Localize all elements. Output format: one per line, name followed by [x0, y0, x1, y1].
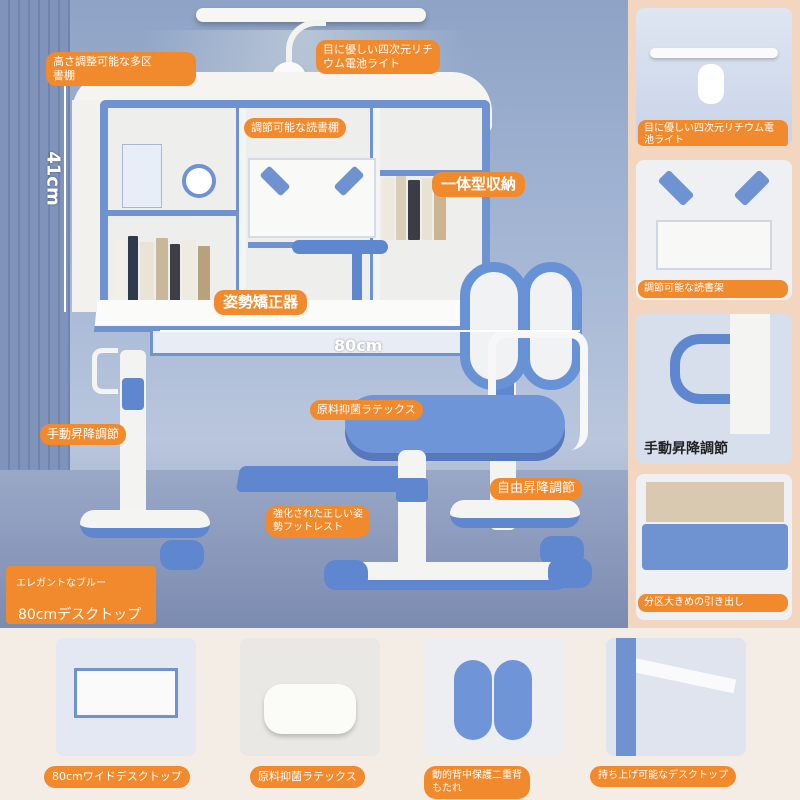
reading-stand: [656, 220, 772, 270]
height-dimension-line: [64, 76, 66, 312]
shelf-board: [378, 170, 488, 176]
book: [422, 178, 432, 240]
desk-top: [625, 656, 737, 694]
label-free-lift: 自由昇降調節: [490, 478, 583, 501]
promo-badge: [6, 566, 156, 624]
feature-tile-backrest: [424, 638, 564, 756]
label-integrated-storage: 一体型収納: [432, 172, 526, 197]
book-row: [114, 234, 234, 306]
book: [408, 180, 420, 240]
feature-label-backrest: 動的背中保護二重背 もたれ: [424, 766, 530, 799]
feature-tile-latex: [240, 638, 380, 756]
desk-drawer: [642, 524, 788, 570]
calendar: [122, 144, 162, 208]
width-dimension-text: 80cm: [334, 336, 383, 355]
lamp-arm: [286, 20, 326, 80]
drawer-books: [646, 482, 784, 522]
chair-foot-cap: [324, 560, 368, 590]
feature-row: 80cmワイドデスクトップ 原料抑菌ラテックス 動的背中保護二重背 もたれ 持ち…: [0, 628, 800, 800]
desk-top: [74, 668, 178, 718]
feature-label-latex: 原料抑菌ラテックス: [250, 766, 365, 788]
book: [114, 240, 126, 306]
feature-tile-reading-stand: 調節可能な読書架: [636, 160, 792, 300]
shelf-divider: [236, 108, 246, 308]
feature-label-manual-lift: 手動昇降調節: [644, 441, 728, 457]
feature-label-reading-stand: 調節可能な読書架: [638, 280, 788, 298]
lamp-bar: [650, 48, 778, 58]
alarm-clock-icon: [182, 164, 216, 198]
crank-handle-icon: [92, 348, 118, 394]
height-dimension-text: 41cm: [42, 151, 64, 206]
chair-foot-cap: [548, 558, 592, 588]
label-posture-corrector: 姿勢矯正器: [214, 290, 308, 315]
feature-tile-tilt-desktop: [606, 638, 746, 756]
adjust-arrow-icon: [259, 165, 291, 197]
feature-label-lamp: 目に優しい四次元リチウム電池ライト: [638, 120, 788, 146]
promo-color-text: エレガントなブルー: [16, 578, 106, 589]
chair-foot: [330, 562, 570, 590]
feature-tile-drawer: 分区大きめの引き出し: [636, 474, 792, 620]
feature-column: 目に優しい四次元リチウム電池ライト 調節可能な読書架 手動昇降調節 分区大きめの…: [628, 0, 800, 628]
footrest: [235, 466, 411, 492]
chair-back-left: [454, 660, 492, 740]
posture-corrector-bar: [292, 240, 388, 254]
book-row: [382, 174, 482, 240]
adjust-arrow-icon: [333, 165, 365, 197]
desk-foot: [450, 500, 580, 528]
label-shelf-height: 高さ調整可能な多区 書棚: [46, 52, 196, 86]
adjust-arrow-icon: [657, 169, 695, 207]
reading-stand: [248, 158, 376, 238]
chair-armrest: [488, 330, 588, 450]
book: [156, 238, 168, 306]
book: [198, 246, 210, 306]
feature-label-tilt-desktop: 持ち上げ可能なデスクトップ: [590, 766, 736, 787]
latex-cushion: [264, 684, 356, 734]
label-latex: 原料抑菌ラテックス: [310, 400, 423, 420]
promo-desktop-text: 80cmデスクトップ: [18, 607, 142, 623]
label-manual-lift: 手動昇降調節: [40, 424, 127, 445]
book: [140, 242, 154, 306]
feature-tile-crank: 手動昇降調節: [636, 314, 792, 464]
feature-label-drawer: 分区大きめの引き出し: [638, 594, 788, 612]
shelf-board: [108, 210, 238, 216]
book: [170, 244, 180, 306]
hutch-side: [616, 638, 636, 756]
book: [396, 176, 406, 240]
chair-back-right: [494, 660, 532, 740]
feature-label-wide-desktop: 80cmワイドデスクトップ: [44, 766, 190, 788]
feature-tile-lamp: 目に優しい四次元リチウム電池ライト: [636, 8, 792, 146]
feature-tile-wide-desktop: [56, 638, 196, 756]
adjust-arrow-icon: [733, 169, 771, 207]
chair-post: [398, 450, 426, 580]
desk-drawer: [150, 328, 470, 356]
desk-leg-collar: [122, 378, 144, 410]
label-reading-stand: 調節可能な読書棚: [244, 118, 346, 138]
lamp-base: [698, 64, 724, 104]
width-dimension-line: [160, 330, 580, 332]
desk-foot-cap: [160, 540, 204, 570]
book: [128, 236, 138, 306]
book: [182, 240, 196, 306]
hero-product-image: 41cm 80cm 高さ調整可能な多区 書棚 目に優しい四次元リチ ウム電池ライ…: [0, 0, 628, 628]
label-footrest: 強化された正しい姿 勢フットレスト: [266, 506, 370, 537]
lamp-bar: [196, 8, 426, 22]
crank-handle-icon: [670, 334, 730, 404]
chair-back-right: [520, 262, 582, 390]
label-lamp: 目に優しい四次元リチ ウム電池ライト: [316, 40, 440, 74]
posture-corrector-post: [352, 254, 362, 314]
book: [382, 178, 394, 240]
desk-leg: [730, 314, 770, 434]
desk-foot: [80, 510, 210, 538]
chair-post-collar: [396, 478, 428, 502]
